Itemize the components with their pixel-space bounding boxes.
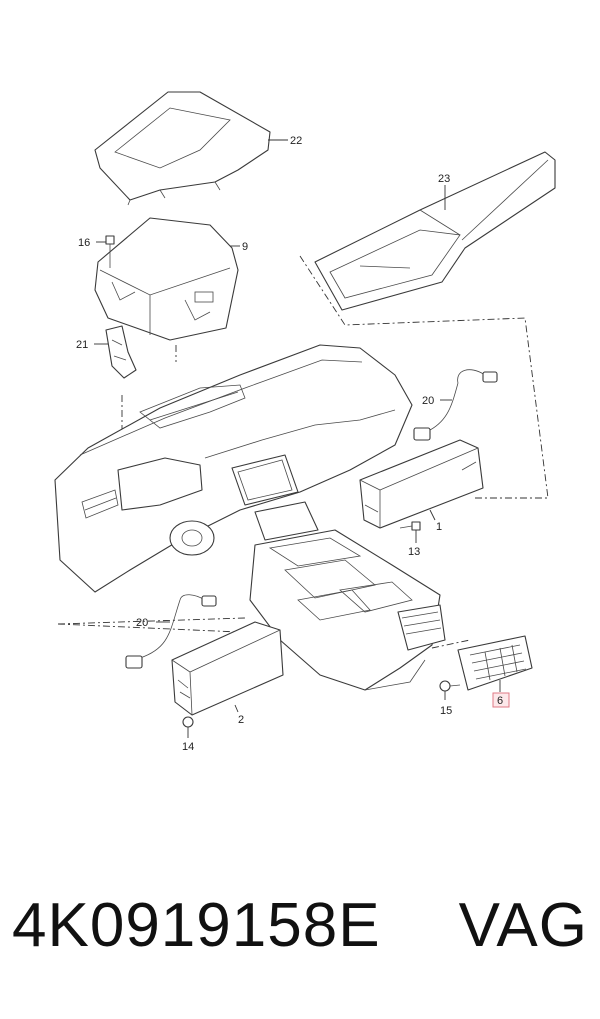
exploded-view-drawing: 22 23 9 16 21 (54, 91, 556, 753)
callout-20-lower: 20 (136, 617, 148, 629)
guide-line-23 (299, 255, 549, 499)
callout-14: 14 (182, 741, 194, 753)
guide-line-6 (431, 639, 471, 649)
callout-15: 15 (440, 705, 452, 717)
footer: 4K0919158E VAG (0, 890, 600, 990)
dash-trim-part-23 (314, 151, 556, 311)
part-number: 4K0919158E (12, 891, 381, 960)
callout-13: 13 (408, 546, 420, 558)
callout-21: 21 (76, 339, 88, 351)
trim-cover-part-22 (94, 91, 288, 206)
amplifier-part-2 (171, 621, 284, 716)
callout-6-highlight (492, 692, 510, 708)
nut-part-14 (182, 716, 194, 738)
callout-23: 23 (438, 173, 450, 185)
callout-9: 9 (242, 241, 248, 253)
control-module-part-6 (457, 635, 533, 692)
screw-part-16 (96, 235, 115, 268)
amplifier-part-1 (359, 439, 484, 529)
guide-line-2 (57, 617, 246, 633)
bracket-part-21 (94, 325, 137, 379)
callout-16: 16 (78, 237, 90, 249)
callout-1: 1 (436, 521, 442, 533)
cable-part-20-upper (413, 369, 498, 441)
dashboard-assembly (54, 344, 446, 691)
brand-label: VAG (458, 891, 588, 960)
cable-part-20-lower (125, 594, 217, 669)
bolt-part-13 (399, 521, 421, 543)
callout-6: 6 (497, 695, 503, 707)
callout-22: 22 (290, 135, 302, 147)
control-unit-part-9 (94, 217, 240, 341)
callout-20-upper: 20 (422, 395, 434, 407)
screw-part-15 (439, 680, 461, 700)
callout-2: 2 (238, 714, 244, 726)
